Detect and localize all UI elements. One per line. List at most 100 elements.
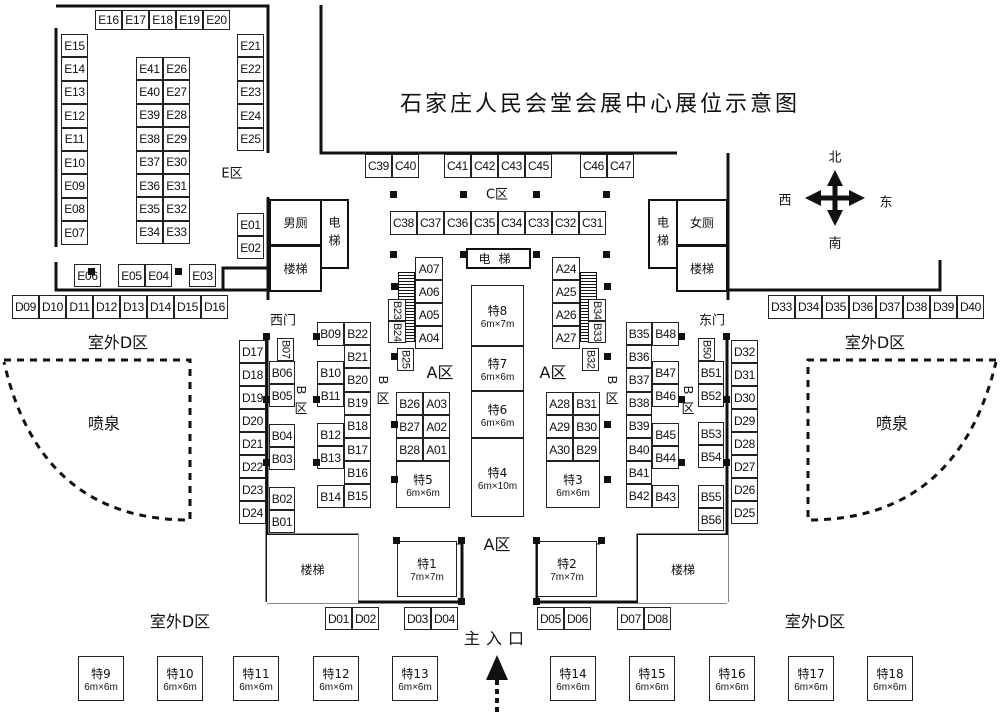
booth-e35[interactable]: E35 [136,197,163,221]
booth-d11[interactable]: D11 [66,295,93,319]
booth-d26[interactable]: D26 [731,478,758,501]
booth-e09[interactable]: E09 [61,174,88,198]
booth-d32[interactable]: D32 [731,340,758,363]
booth-d20[interactable]: D20 [239,409,266,432]
booth-c41[interactable]: C41 [444,154,471,178]
booth-a27[interactable]: A27 [552,326,580,349]
booth-d05[interactable]: D05 [537,607,564,630]
booth-b06[interactable]: B06 [269,361,295,384]
booth-b31[interactable]: B31 [573,392,600,415]
booth-d39[interactable]: D39 [930,295,957,319]
booth-d22[interactable]: D22 [239,455,266,478]
booth-b02[interactable]: B02 [269,487,295,510]
booth-e04[interactable]: E04 [145,264,172,287]
booth-e17[interactable]: E17 [122,10,149,30]
booth-b20[interactable]: B20 [344,368,371,392]
booth-d37[interactable]: D37 [876,295,903,319]
booth-c43[interactable]: C43 [498,154,525,178]
booth-d04[interactable]: D04 [431,607,458,630]
booth-a28[interactable]: A28 [546,392,573,415]
booth-e03[interactable]: E03 [189,264,216,287]
booth-e33[interactable]: E33 [163,220,190,245]
booth-b24[interactable]: B24 [388,321,406,343]
booth-d35[interactable]: D35 [822,295,849,319]
booth-e30[interactable]: E30 [163,150,190,174]
booth-b35[interactable]: B35 [626,322,652,346]
booth-a07[interactable]: A07 [415,257,443,280]
booth-e23[interactable]: E23 [237,80,264,105]
booth-d09[interactable]: D09 [12,295,39,319]
booth-d29[interactable]: D29 [731,409,758,432]
booth-b47[interactable]: B47 [652,361,679,384]
booth-e41[interactable]: E41 [136,57,163,81]
booth-d08[interactable]: D08 [644,607,671,630]
booth-c45[interactable]: C45 [525,154,552,178]
booth-e22[interactable]: E22 [237,57,264,81]
booth-d21[interactable]: D21 [239,432,266,455]
booth-b54[interactable]: B54 [698,445,724,468]
booth-e16[interactable]: E16 [95,10,122,30]
booth-e20[interactable]: E20 [203,10,230,30]
booth-e31[interactable]: E31 [163,174,190,198]
booth-c35[interactable]: C35 [471,211,498,235]
booth-e12[interactable]: E12 [61,104,88,128]
booth-d02[interactable]: D02 [352,607,379,630]
booth-a26[interactable]: A26 [552,303,580,326]
booth-e37[interactable]: E37 [136,150,163,174]
booth-b48[interactable]: B48 [652,322,679,346]
booth-c31[interactable]: C31 [579,211,606,235]
booth-c47[interactable]: C47 [607,154,634,178]
booth-b51[interactable]: B51 [698,361,724,384]
booth-a01[interactable]: A01 [423,438,450,461]
booth-b12[interactable]: B12 [317,423,344,446]
booth-b56[interactable]: B56 [698,508,724,531]
booth-b21[interactable]: B21 [344,345,371,369]
booth-b01[interactable]: B01 [269,510,295,533]
booth-b15[interactable]: B15 [344,484,371,508]
booth-a24[interactable]: A24 [552,257,580,280]
booth-b19[interactable]: B19 [344,391,371,415]
booth-e19[interactable]: E19 [176,10,203,30]
booth-e28[interactable]: E28 [163,103,190,128]
booth-e26[interactable]: E26 [163,57,190,81]
booth-e13[interactable]: E13 [61,80,88,105]
booth-e25[interactable]: E25 [237,127,264,151]
booth-e39[interactable]: E39 [136,103,163,128]
booth-d33[interactable]: D33 [768,295,795,319]
booth-d27[interactable]: D27 [731,455,758,478]
booth-b32[interactable]: B32 [582,348,599,371]
booth-c34[interactable]: C34 [498,211,525,235]
booth-d18[interactable]: D18 [239,363,266,386]
booth-c42[interactable]: C42 [471,154,498,178]
booth-b38[interactable]: B38 [626,391,652,415]
booth-b30[interactable]: B30 [573,415,600,438]
booth-e15[interactable]: E15 [61,34,88,58]
booth-d36[interactable]: D36 [849,295,876,319]
booth-b44[interactable]: B44 [652,446,679,469]
booth-e34[interactable]: E34 [136,220,163,245]
booth-e05[interactable]: E05 [118,264,145,287]
booth-e07[interactable]: E07 [61,221,88,245]
booth-d15[interactable]: D15 [174,295,201,319]
booth-d34[interactable]: D34 [795,295,822,319]
booth-e32[interactable]: E32 [163,197,190,221]
booth-e14[interactable]: E14 [61,57,88,81]
booth-b05[interactable]: B05 [269,384,295,407]
booth-e02[interactable]: E02 [237,236,264,259]
booth-c39[interactable]: C39 [365,154,392,178]
booth-b55[interactable]: B55 [698,485,724,508]
booth-b42[interactable]: B42 [626,484,652,508]
booth-a29[interactable]: A29 [546,415,573,438]
